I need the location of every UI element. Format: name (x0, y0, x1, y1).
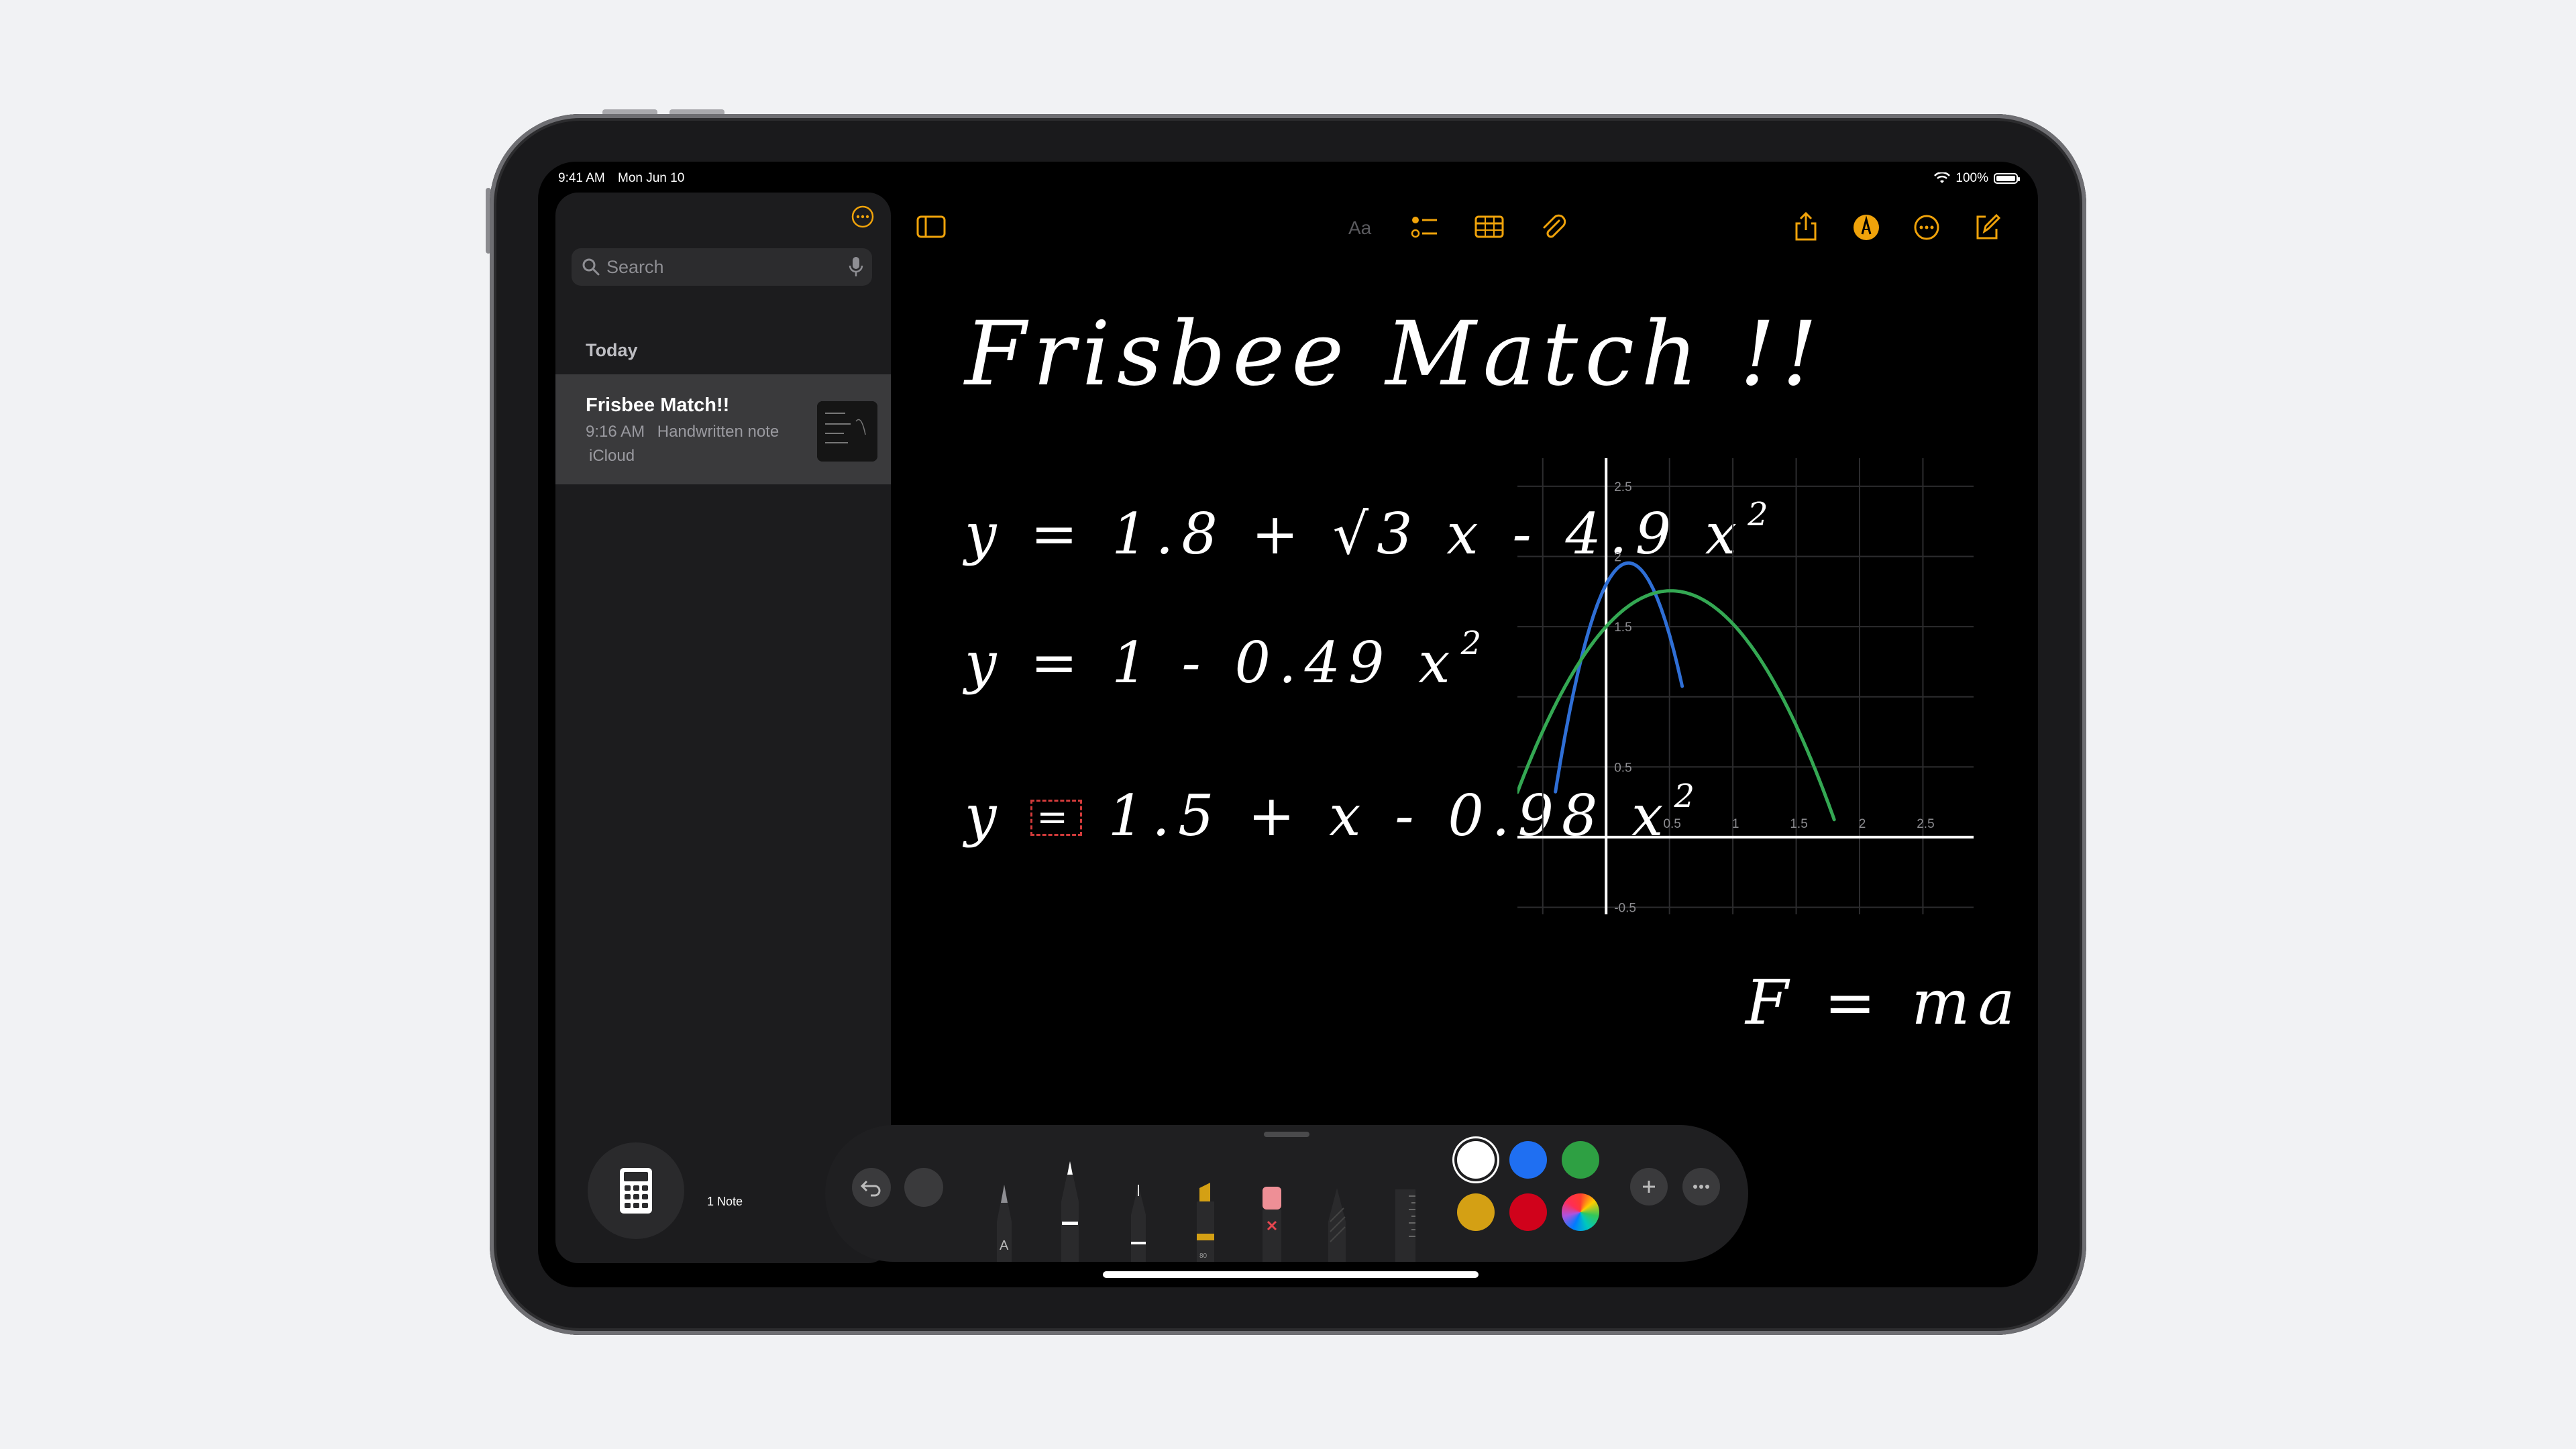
status-time: 9:41 AM (558, 171, 605, 185)
undo-icon (860, 1180, 881, 1197)
y-tick-label: 2 (1614, 550, 1621, 564)
y-tick-label: 2.5 (1614, 480, 1631, 494)
top-button-right (669, 109, 724, 116)
battery-percent: 100% (1955, 171, 1988, 185)
svg-text:80: 80 (1199, 1252, 1208, 1260)
note-list-meta: 9:16 AM Handwritten note (586, 423, 779, 441)
top-button-left (602, 109, 657, 116)
x-tick-label: 1.5 (1790, 817, 1807, 831)
note-list-title: Frisbee Match!! (586, 394, 730, 416)
note-thumbnail (817, 401, 877, 462)
text-format-icon[interactable]: Aa (1343, 209, 1381, 246)
toolbar-more-button[interactable] (1682, 1168, 1720, 1205)
search-icon (582, 258, 600, 276)
y-tick-label: 0.5 (1614, 761, 1631, 775)
note-list-time: 9:16 AM (586, 423, 645, 441)
ellipsis-icon (1693, 1185, 1709, 1189)
x-tick-label: 0.5 (1663, 817, 1680, 831)
note-title-handwritten[interactable]: Frisbee Match !! (965, 303, 1825, 406)
color-picker-multicolor[interactable] (1562, 1193, 1599, 1231)
highlighter-tool[interactable]: 80 (1187, 1148, 1221, 1262)
color-swatch-blue[interactable] (1509, 1141, 1547, 1179)
color-swatch-red[interactable] (1509, 1193, 1547, 1231)
note-list-kind: Handwritten note (657, 423, 780, 441)
search-field[interactable]: Search (572, 248, 872, 286)
equation-3-y: y (965, 783, 1005, 849)
status-bar: 9:41 AM Mon Jun 10 100% (558, 168, 2020, 189)
color-swatch-green[interactable] (1562, 1141, 1599, 1179)
svg-text:A: A (1000, 1238, 1009, 1253)
eraser-tool[interactable] (1254, 1148, 1288, 1262)
drawing-toolbar: A 80 (825, 1125, 1748, 1262)
undo-button[interactable] (852, 1168, 891, 1207)
screen: 9:41 AM Mon Jun 10 100% Search (538, 162, 2038, 1287)
x-tick-label: 2.5 (1917, 817, 1934, 831)
math-result-placeholder[interactable]: = (1030, 799, 1083, 837)
status-date: Mon Jun 10 (618, 171, 685, 185)
series-line-2 (1517, 589, 1836, 822)
equation-2-exponent: 2 (1460, 625, 1490, 662)
note-list-folder: iCloud (589, 447, 635, 465)
redo-button[interactable] (904, 1168, 943, 1207)
sidebar-more-icon[interactable] (851, 205, 875, 229)
monoline-pen-tool[interactable]: A (987, 1148, 1021, 1262)
checklist-icon[interactable] (1406, 209, 1444, 246)
side-button (486, 188, 491, 254)
series-line-1 (1554, 561, 1684, 794)
note-count: 1 Note (707, 1195, 743, 1208)
formula-text[interactable]: F = ma (1746, 967, 2023, 1038)
x-tick-label: 2 (1859, 817, 1866, 831)
battery-icon (1994, 173, 2020, 184)
search-placeholder: Search (606, 257, 664, 277)
microphone-icon[interactable] (848, 256, 864, 278)
equation-2[interactable]: y = 1 - 0.49 x2 (965, 625, 1489, 696)
equation-1-exponent: 2 (1748, 496, 1776, 533)
share-icon[interactable] (1787, 209, 1825, 246)
equation-3-exponent: 2 (1674, 777, 1703, 815)
compose-icon[interactable] (1968, 209, 2006, 246)
pen-tool[interactable] (1053, 1148, 1087, 1262)
fineliner-tool[interactable] (1122, 1148, 1155, 1262)
y-tick-label: -0.5 (1614, 902, 1636, 914)
y-tick-label: 1.5 (1614, 621, 1631, 635)
section-header-today: Today (586, 340, 638, 360)
function-graph[interactable]: 0.5 1 1.5 2 2.5 2.5 2 1.5 0.5 -0.5 (1517, 458, 1974, 914)
calculator-button[interactable] (588, 1142, 684, 1239)
add-tool-button[interactable] (1630, 1168, 1668, 1205)
plus-icon (1643, 1181, 1655, 1193)
ruler-tool[interactable] (1387, 1148, 1421, 1262)
x-tick-label: 1 (1732, 817, 1739, 831)
lasso-tool[interactable] (1320, 1148, 1354, 1262)
notes-sidebar: Search Today Frisbee Match!! 9:16 AM Han… (555, 193, 891, 1263)
svg-text:Aa: Aa (1348, 217, 1372, 238)
equation-2-text: y = 1 - 0.49 x (965, 630, 1458, 696)
sidebar-toggle-icon[interactable] (912, 209, 950, 246)
toolbar-grabber[interactable] (1264, 1132, 1309, 1137)
note-list-item[interactable]: Frisbee Match!! 9:16 AM Handwritten note… (555, 374, 891, 484)
color-swatch-white[interactable] (1457, 1141, 1495, 1179)
color-swatch-yellow[interactable] (1457, 1193, 1495, 1231)
table-icon[interactable] (1470, 209, 1508, 246)
more-icon[interactable] (1908, 209, 1945, 246)
home-indicator[interactable] (1103, 1271, 1479, 1278)
attachment-icon[interactable] (1535, 209, 1572, 246)
calculator-icon (620, 1168, 652, 1214)
markup-pen-icon[interactable] (1847, 209, 1885, 246)
wifi-icon (1934, 172, 1951, 183)
